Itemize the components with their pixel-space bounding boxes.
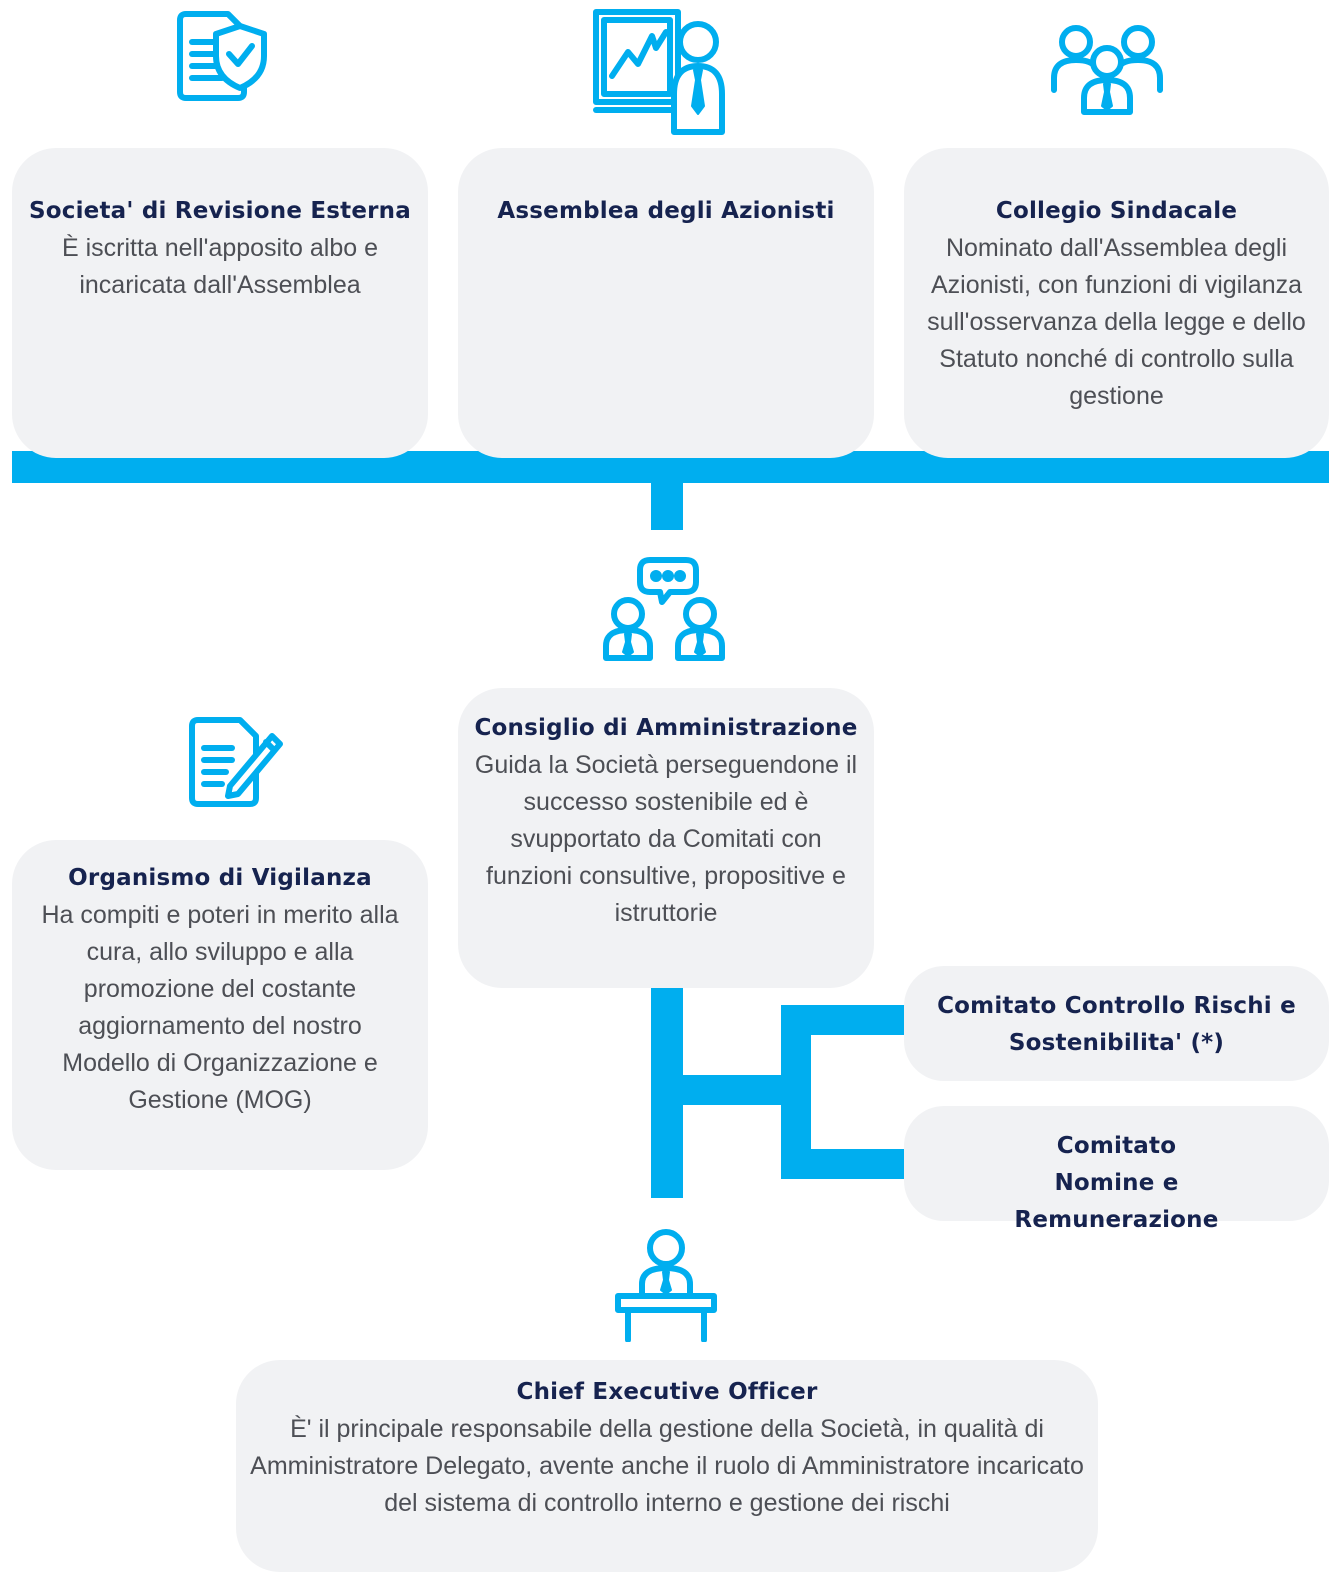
branch-connector-nomine	[811, 1149, 911, 1179]
consiglio-desc: Guida la Società perseguendone il succes…	[474, 751, 858, 927]
assemblea-title: Assemblea degli Azionisti	[497, 198, 835, 224]
branch-connector-rischi	[811, 1005, 911, 1035]
collegio-desc: Nominato dall'Assemblea degli Azionisti,…	[927, 234, 1306, 410]
box-comitato-rischi: Comitato Controllo Rischi e Sostenibilit…	[904, 966, 1329, 1081]
document-pen-icon	[186, 714, 284, 810]
organismo-title: Organismo di Vigilanza	[68, 865, 372, 891]
box-collegio-sindacale: Collegio Sindacale Nominato dall'Assembl…	[904, 148, 1329, 458]
vertical-connector-bottom	[651, 988, 683, 1198]
box-organismo-vigilanza: Organismo di Vigilanza Ha compiti e pote…	[12, 840, 428, 1170]
meeting-chat-icon	[600, 552, 730, 664]
box-comitato-nomine: Comitato Nomine e Remunerazione	[904, 1106, 1329, 1233]
consiglio-title: Consiglio di Amministrazione	[474, 715, 858, 741]
revisione-desc: È iscritta nell'apposito albo e incarica…	[61, 234, 379, 299]
collegio-title: Collegio Sindacale	[995, 198, 1238, 224]
box-consiglio: Consiglio di Amministrazione Guida la So…	[458, 688, 874, 988]
box-ceo: Chief Executive Officer È' il principale…	[236, 1360, 1098, 1572]
document-shield-icon	[170, 8, 270, 104]
branch-connector-vertical	[781, 1005, 811, 1179]
ceo-desc: È' il principale responsabile della gest…	[250, 1415, 1084, 1517]
revisione-title: Societa' di Revisione Esterna	[29, 198, 411, 224]
comitato-nomine-title: Comitato Nomine e Remunerazione	[1014, 1133, 1219, 1233]
box-assemblea: Assemblea degli Azionisti	[458, 148, 874, 458]
comitato-rischi-title: Comitato Controllo Rischi e Sostenibilit…	[937, 993, 1296, 1056]
organismo-desc: Ha compiti e poteri in merito alla cura,…	[41, 901, 399, 1114]
box-revisione-esterna: Societa' di Revisione Esterna È iscritta…	[12, 148, 428, 458]
ceo-title: Chief Executive Officer	[516, 1379, 818, 1405]
vertical-connector-top	[651, 483, 683, 530]
group-people-icon	[1048, 20, 1166, 116]
speaker-podium-icon	[612, 1226, 720, 1342]
presentation-chart-icon	[590, 6, 730, 140]
